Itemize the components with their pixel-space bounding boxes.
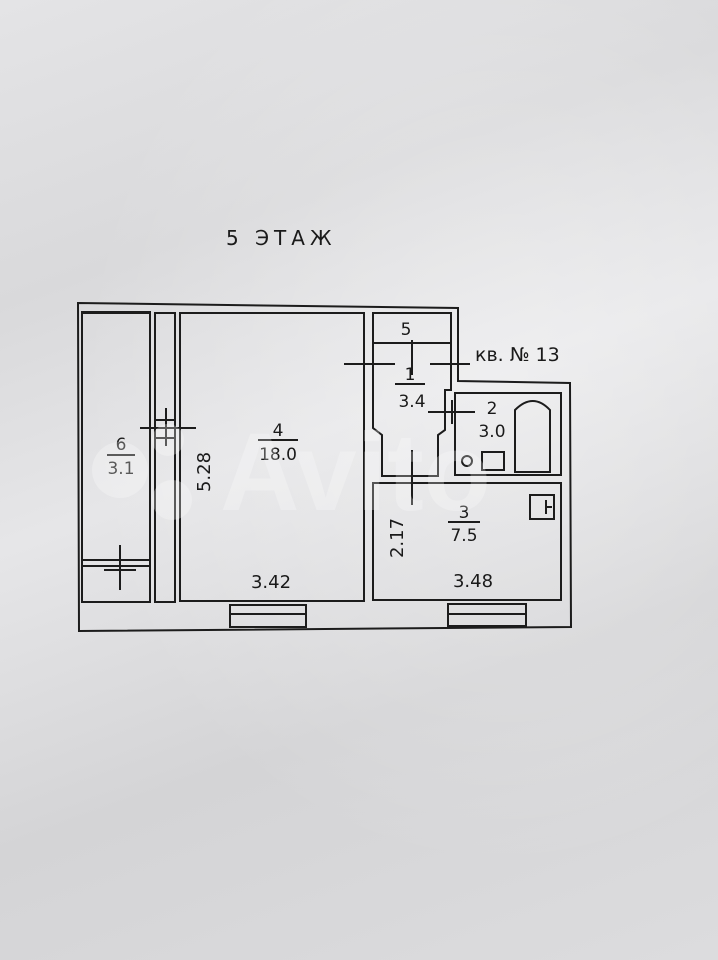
sink xyxy=(481,451,505,471)
watermark-dot-3 xyxy=(152,480,192,520)
watermark-dot-1 xyxy=(92,442,148,498)
room-6-area: 3.1 xyxy=(107,459,134,479)
room-3-outline xyxy=(372,482,562,601)
dimension-room4-height: 5.28 xyxy=(194,452,215,492)
stove xyxy=(529,494,555,520)
room-4-outline xyxy=(179,312,365,602)
watermark-dot-2 xyxy=(152,424,184,456)
room-3-area: 7.5 xyxy=(450,526,477,546)
room-2-outline xyxy=(454,392,562,476)
room-5-outline xyxy=(372,312,452,344)
room-3-number: 3 xyxy=(459,503,470,523)
room-4-area: 18.0 xyxy=(259,445,297,465)
watermark-text: Avito xyxy=(220,411,491,534)
room-2-area: 3.0 xyxy=(478,422,505,442)
room-5-number: 5 xyxy=(401,320,412,340)
floor-title: 5 ЭТАЖ xyxy=(226,226,337,250)
avito-watermark: Avito xyxy=(92,411,491,534)
bathtub xyxy=(514,400,551,473)
room-6-number: 6 xyxy=(116,435,127,455)
outer-wall xyxy=(76,301,573,633)
window-room-4 xyxy=(229,604,307,628)
room-2-number: 2 xyxy=(487,399,498,419)
dimension-room4-width: 3.42 xyxy=(251,572,291,593)
room-4-number: 4 xyxy=(273,421,284,441)
apartment-label: кв. № 13 xyxy=(475,344,560,366)
dimension-room3-height: 2.17 xyxy=(387,518,408,558)
room-1-area: 3.4 xyxy=(398,392,425,412)
room-1-number: 1 xyxy=(405,365,416,385)
toilet xyxy=(461,455,473,467)
room-6-outline xyxy=(81,312,151,603)
dimension-room3-width: 3.48 xyxy=(453,571,493,592)
wall-6-4 xyxy=(154,312,176,603)
room-1-outline xyxy=(372,342,452,477)
